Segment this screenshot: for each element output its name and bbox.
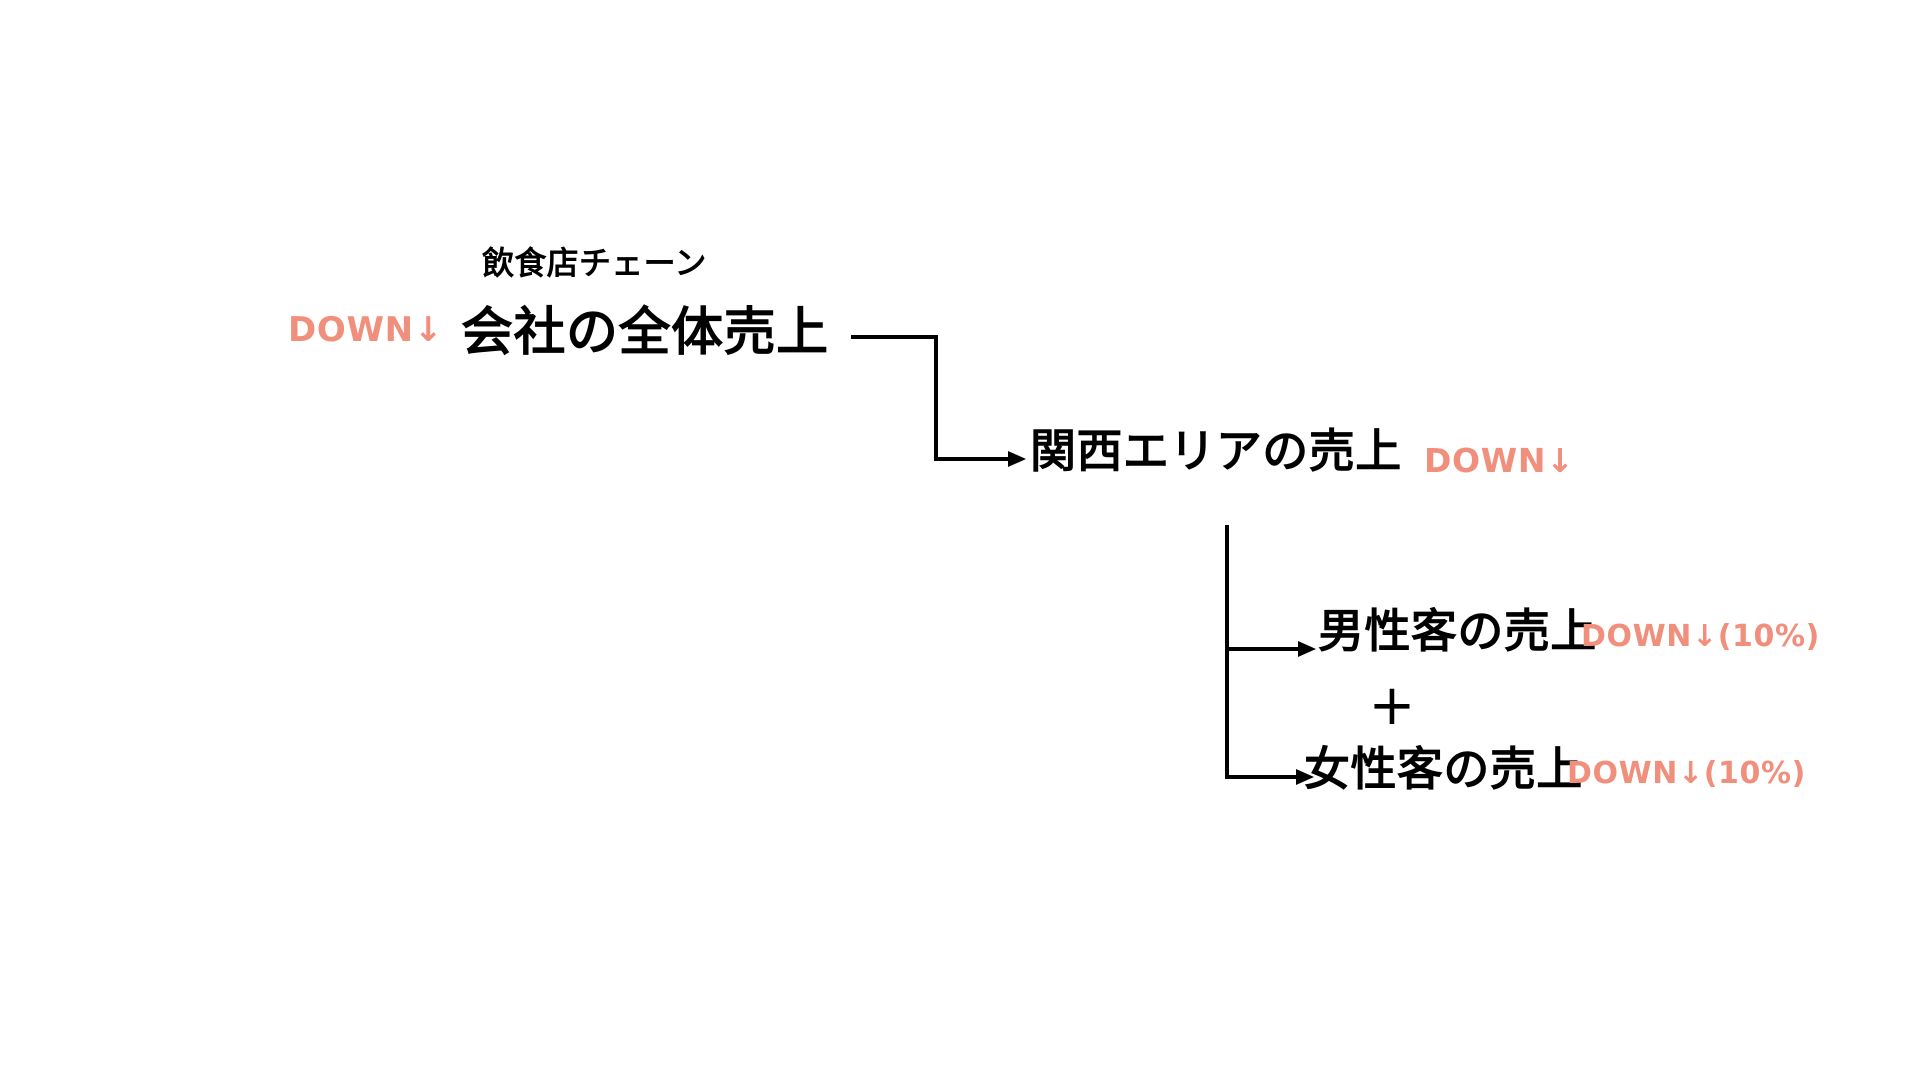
- arrowhead-icon: [1298, 641, 1316, 657]
- kansai-sales-title: 関西エリアの売上: [1030, 424, 1402, 478]
- connector-company-to-kansai: [851, 335, 1008, 461]
- kansai-status-down: DOWN↓: [1424, 441, 1575, 480]
- female-status-down: DOWN↓(10%): [1567, 756, 1806, 791]
- company-sales-title: 会社の全体売上: [461, 303, 829, 363]
- female-sales-title: 女性客の売上: [1304, 742, 1583, 796]
- male-status-down: DOWN↓(10%): [1581, 619, 1820, 654]
- arrowhead-icon: [1008, 451, 1026, 467]
- company-status-down: DOWN↓: [288, 310, 443, 350]
- plus-operator: +: [1368, 673, 1416, 738]
- company-category-label: 飲食店チェーン: [482, 244, 707, 282]
- arrowhead-icon: [1296, 769, 1314, 785]
- male-sales-title: 男性客の売上: [1318, 604, 1597, 658]
